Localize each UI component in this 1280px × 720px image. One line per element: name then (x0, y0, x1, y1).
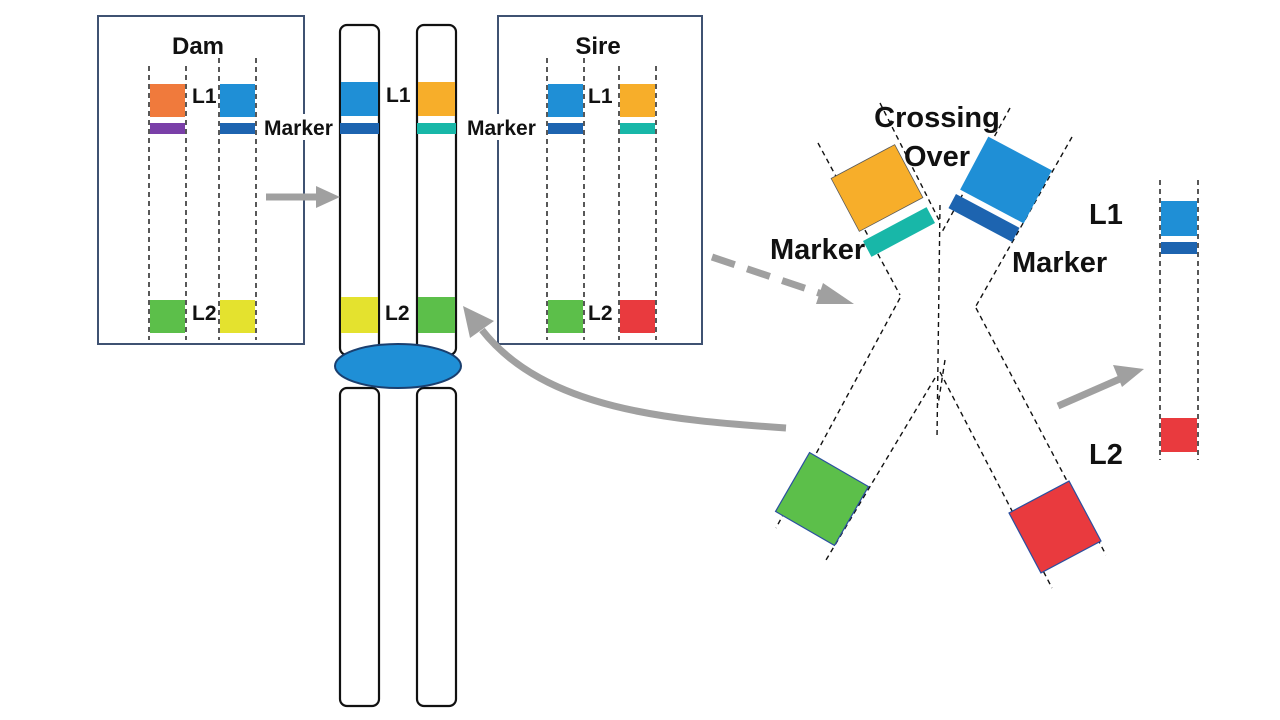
sire-chromatid2-l1-gene (620, 84, 655, 117)
mid-left-l2-gene (341, 297, 378, 333)
crossover-l1-gene-right (960, 136, 1052, 224)
dam-chromatid2-l2-gene (220, 300, 255, 333)
mid-right-l2-gene (418, 297, 455, 333)
dam-chromatid2-l1-gene (220, 84, 255, 117)
dam-chromatid1-l2-gene (150, 300, 185, 333)
dam-marker-label: Marker (264, 117, 333, 140)
dam-chromatid1-marker (150, 123, 185, 134)
crossing-over-structure: Crossing Over Marker Marker (770, 102, 1107, 589)
sire-panel: Sire L1 L2 (497, 15, 703, 345)
crossover-l1-gene-left (830, 144, 924, 232)
mid-left-l1-gene (341, 82, 378, 116)
mid-l1-label: L1 (386, 84, 411, 107)
dam-to-chromosome-arrow (266, 186, 340, 208)
sire-chromatid1-marker (548, 123, 583, 134)
crossover-marker-right (948, 194, 1020, 242)
sire-chromatid1-l1-gene (548, 84, 583, 117)
result-l2-gene (1161, 418, 1197, 452)
chromatid-right-lower-arm (415, 386, 458, 708)
sire-title: Sire (575, 33, 620, 60)
result-l1-gene (1161, 201, 1197, 236)
to-result-arrow (1056, 365, 1144, 410)
centromere (334, 343, 462, 389)
result-marker (1161, 242, 1197, 254)
sire-chromatid1-l2-gene (548, 300, 583, 333)
crossover-l2-gene-right (1008, 480, 1102, 574)
crossing-over-title-line1: Crossing (874, 102, 1000, 134)
crossover-l2-gene-left (774, 451, 870, 547)
sire-chromatid2-l2-gene (620, 300, 655, 333)
crossover-marker-left (862, 207, 936, 257)
dam-l2-label: L2 (192, 302, 217, 325)
chromosome-pair: L1 L2 Marker Marker (262, 23, 539, 708)
sire-l1-label: L1 (588, 85, 613, 108)
mid-right-marker (417, 123, 456, 134)
result-l2-label: L2 (1089, 439, 1123, 471)
to-crossing-dashed-arrow (710, 253, 854, 304)
dam-chromatid1-l1-gene (150, 84, 185, 117)
dam-chromatid2-marker (220, 123, 255, 134)
crossing-over-title-line2: Over (904, 141, 970, 173)
mid-left-marker (340, 123, 379, 134)
result-chromatid: L1 L2 (1089, 180, 1199, 471)
result-l1-label: L1 (1089, 199, 1123, 231)
sire-l2-label: L2 (588, 302, 613, 325)
chromatid-left-lower-arm (338, 386, 381, 708)
mid-right-l1-gene (418, 82, 455, 116)
return-curved-arrow (463, 306, 787, 432)
dam-title: Dam (172, 33, 224, 60)
crossover-marker-label-left: Marker (770, 234, 865, 266)
crossover-marker-label-right: Marker (1012, 247, 1107, 279)
mid-l2-label: L2 (385, 302, 410, 325)
dam-l1-label: L1 (192, 85, 217, 108)
sire-chromatid2-marker (620, 123, 655, 134)
sire-marker-label: Marker (467, 117, 536, 140)
dam-panel: Dam L1 L2 (97, 15, 305, 345)
